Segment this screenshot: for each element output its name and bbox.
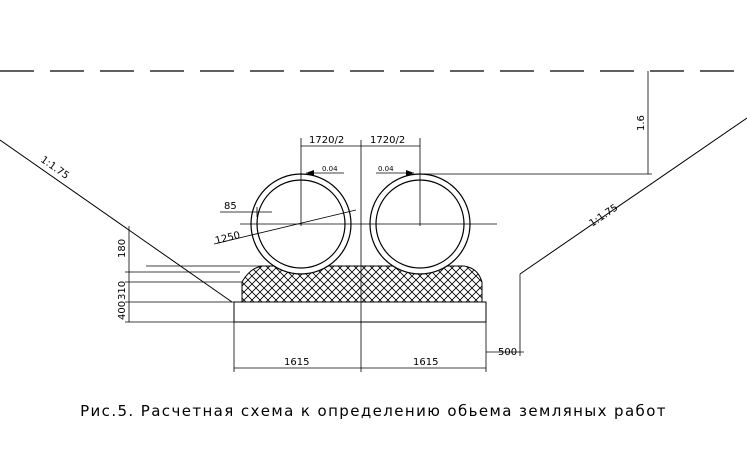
dim-wall-offset: 85 xyxy=(224,201,237,212)
radius-leader xyxy=(213,209,357,245)
label-slope-right: 1:1.75 xyxy=(588,202,621,229)
dim-gap-left: 0.04 xyxy=(322,165,338,173)
bedding-hatch xyxy=(241,265,483,303)
dim-gap-right: 0.04 xyxy=(378,165,394,173)
dim-layer-180: 180 xyxy=(117,239,128,258)
dim-half-span-left: 1720/2 xyxy=(309,135,344,146)
gap-left-arrow xyxy=(306,170,314,176)
dim-layer-310: 310 xyxy=(117,281,128,300)
dim-layer-400: 400 xyxy=(117,301,128,320)
figure-caption: Рис.5. Расчетная схема к определению обь… xyxy=(80,402,667,420)
dim-half-span-right: 1720/2 xyxy=(370,135,405,146)
base-slab xyxy=(233,301,487,323)
gap-right-arrow xyxy=(406,170,414,176)
left-slope-line xyxy=(0,139,233,303)
dim-base-right: 1615 xyxy=(413,357,438,368)
dim-depth-top: 1.6 xyxy=(636,115,647,131)
dim-berm: 500 xyxy=(498,347,517,358)
dim-pipe-radius: 1250 xyxy=(214,230,241,247)
dim-base-left: 1615 xyxy=(284,357,309,368)
right-slope-line xyxy=(519,117,747,275)
